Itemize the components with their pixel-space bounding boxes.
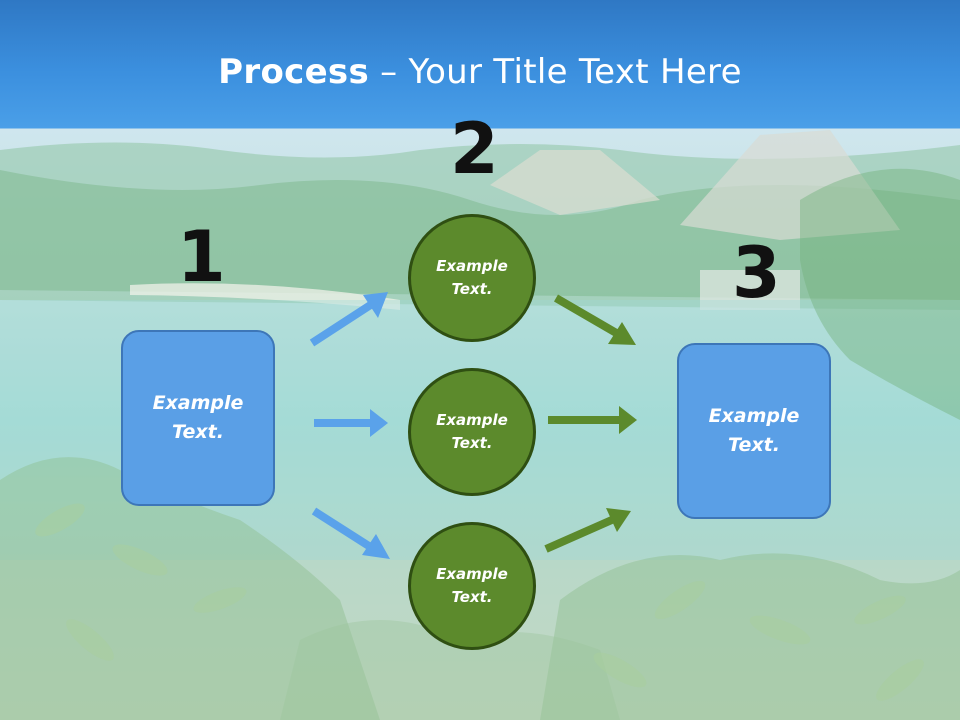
- circle-middle-label: Example Text.: [436, 411, 508, 452]
- title-bold: Process: [218, 52, 370, 92]
- right-box-label: Example Text.: [708, 405, 800, 456]
- arrow-top-to-right: [553, 294, 636, 345]
- step-number-3: 3: [732, 232, 781, 314]
- arrow-middle-to-right: [548, 406, 637, 434]
- circle-top: Example Text.: [408, 214, 536, 342]
- title-rest: – Your Title Text Here: [369, 52, 742, 92]
- circle-top-label: Example Text.: [436, 257, 508, 298]
- circle-bottom: Example Text.: [408, 522, 536, 650]
- arrow-left-to-top: [309, 292, 388, 347]
- arrow-bottom-to-right: [544, 508, 631, 553]
- step-number-2: 2: [450, 108, 499, 190]
- slide-title: Process – Your Title Text Here: [0, 52, 960, 92]
- circle-bottom-label: Example Text.: [436, 565, 508, 606]
- arrow-left-to-middle: [314, 409, 388, 437]
- circle-middle: Example Text.: [408, 368, 536, 496]
- left-box-label: Example Text.: [152, 392, 244, 443]
- right-box: Example Text.: [677, 343, 831, 519]
- left-box: Example Text.: [121, 330, 275, 506]
- step-number-1: 1: [177, 216, 226, 298]
- arrow-left-to-bottom: [311, 507, 390, 559]
